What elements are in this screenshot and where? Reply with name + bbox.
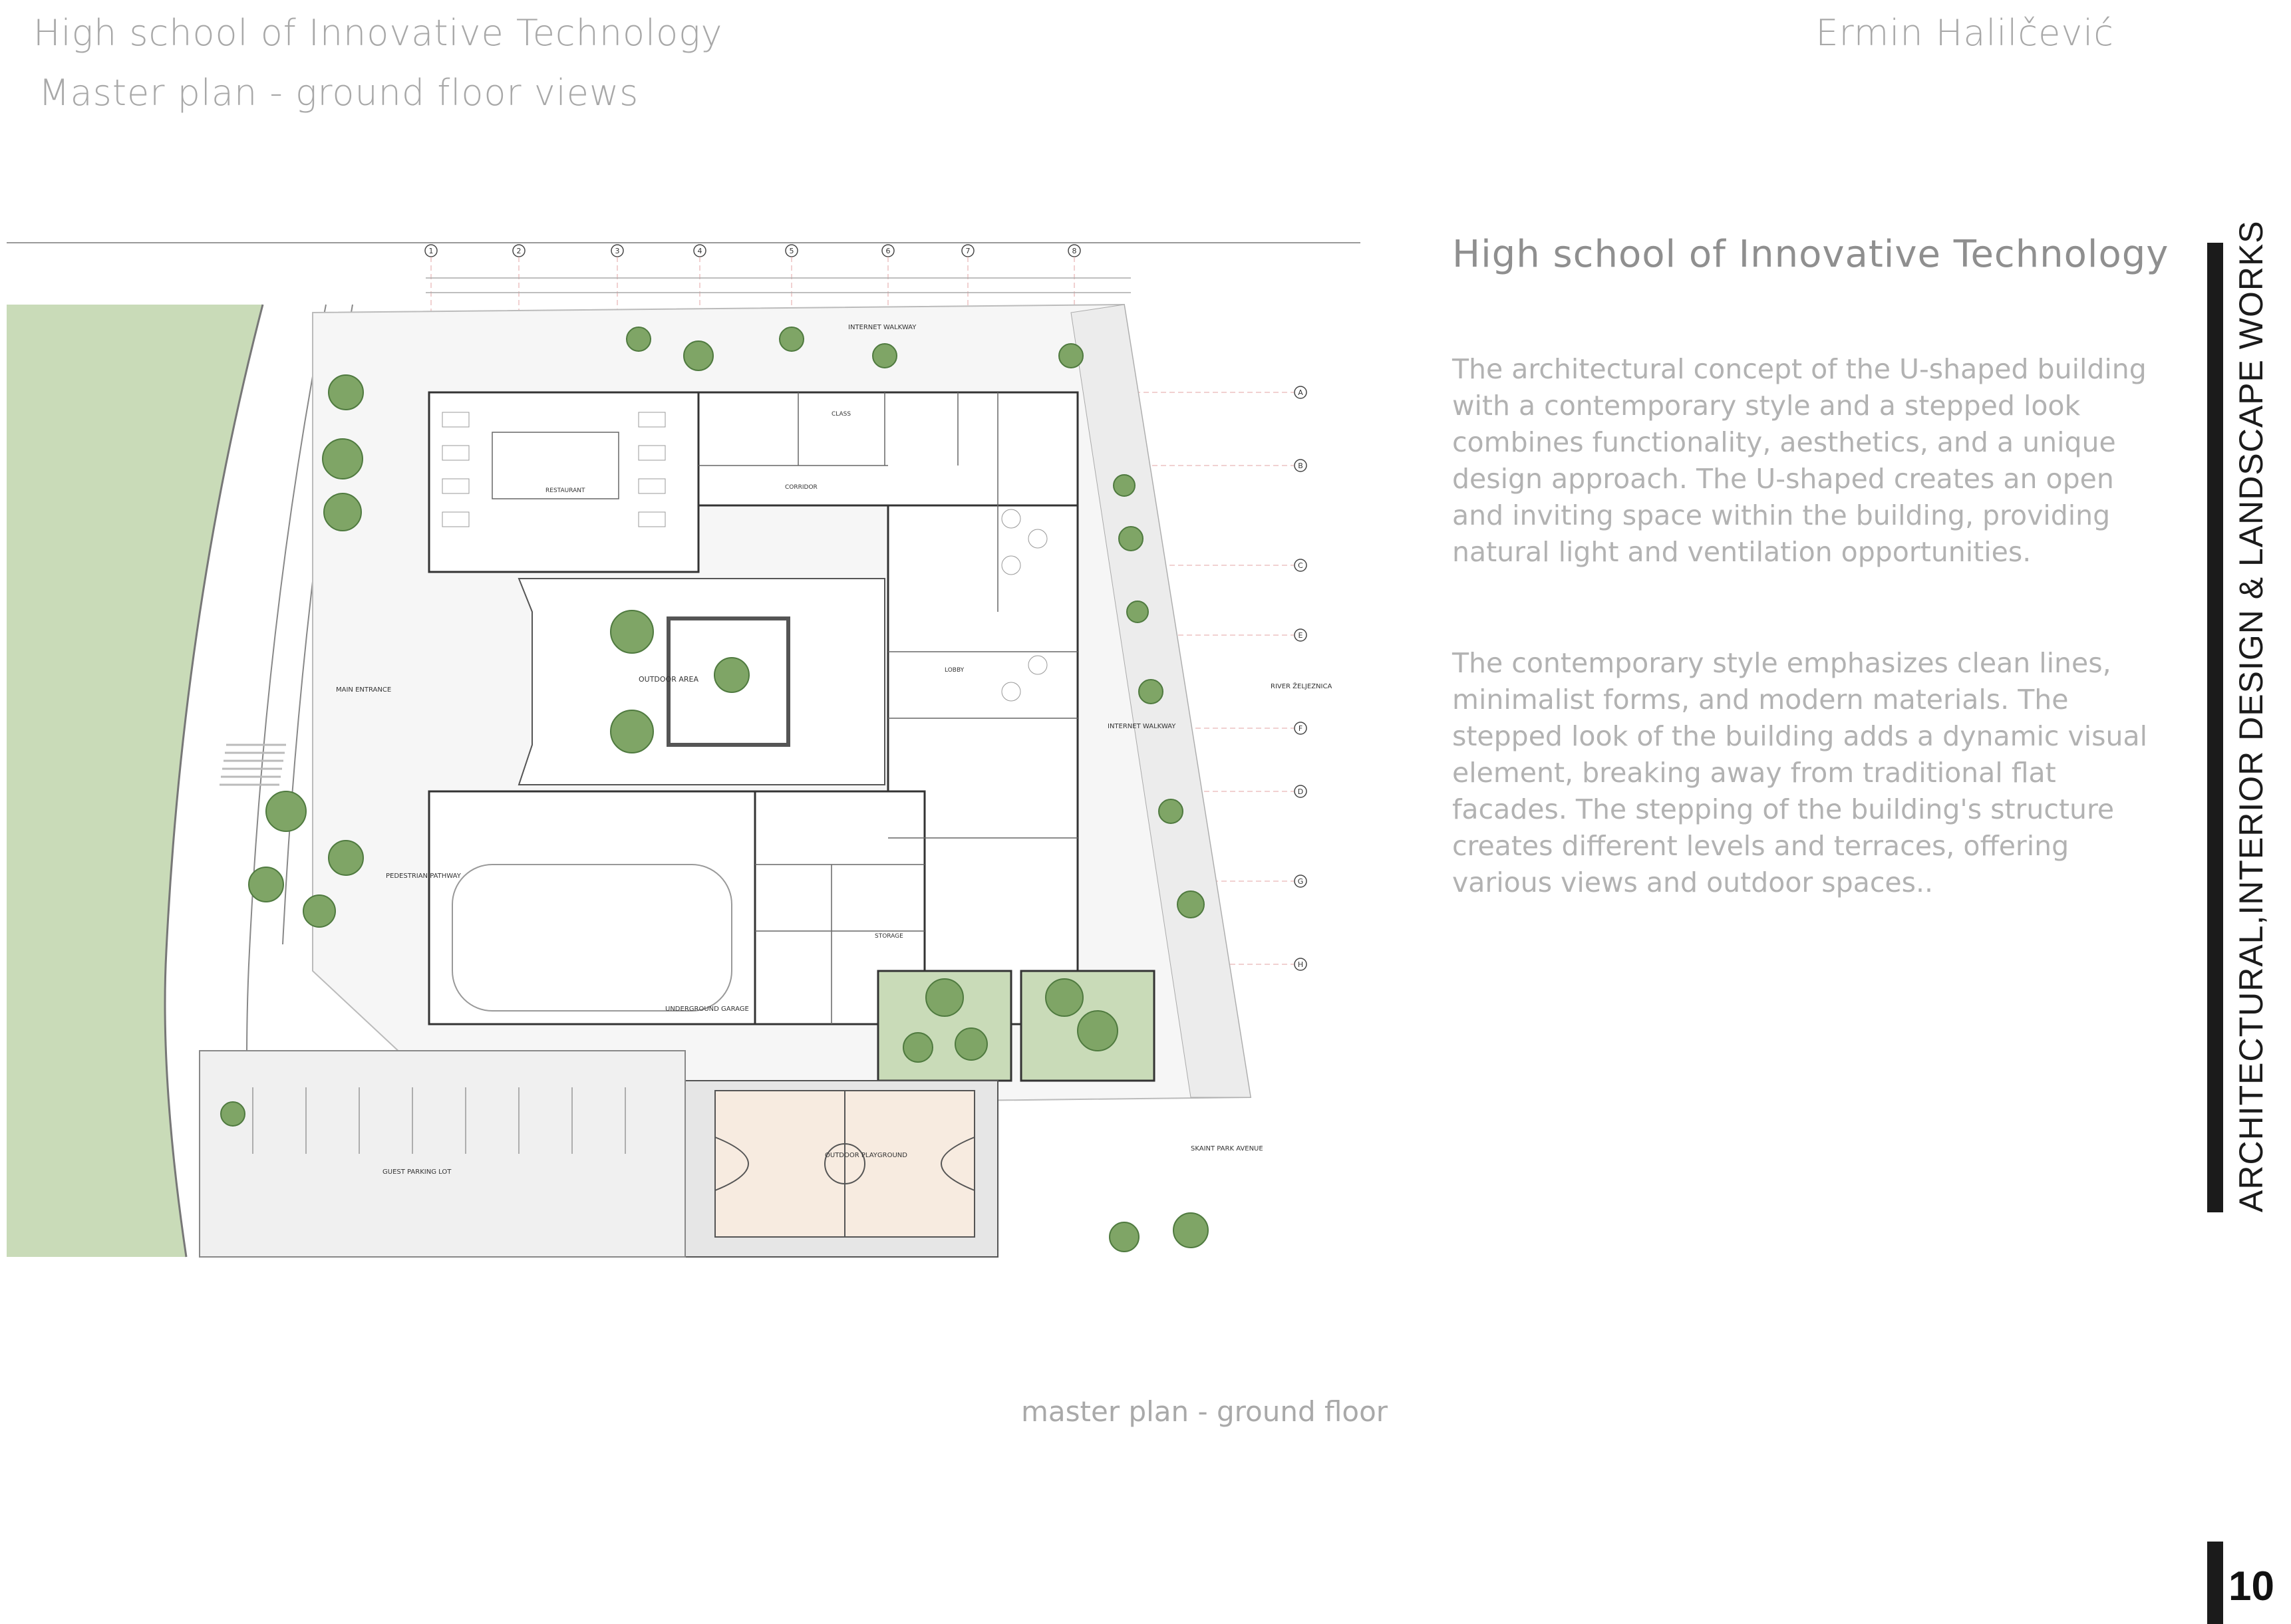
label-park: SKAINT PARK AVENUE bbox=[1191, 1145, 1263, 1152]
row-axis-bubble bbox=[1294, 459, 1307, 472]
row-axis-bubble bbox=[1294, 386, 1307, 399]
label-main-entrance: MAIN ENTRANCE bbox=[336, 686, 391, 694]
row-axis-bubble bbox=[1294, 958, 1307, 971]
lawn-strip bbox=[7, 305, 263, 1257]
label-guest-parking: GUEST PARKING LOT bbox=[382, 1168, 452, 1176]
parking-lot bbox=[199, 1050, 686, 1258]
page-number-bar bbox=[2207, 1542, 2223, 1624]
parking-stalls bbox=[252, 1087, 626, 1154]
page-number: 10 bbox=[2228, 1563, 2274, 1609]
row-axis-label: F bbox=[1298, 724, 1302, 733]
description-paragraph-2: The contemporary style emphasizes clean … bbox=[1452, 647, 2147, 898]
crosswalk bbox=[220, 744, 286, 786]
row-axis-label: G bbox=[1298, 877, 1304, 886]
side-bar bbox=[2207, 243, 2223, 1212]
column-axis-label: 1 bbox=[429, 247, 434, 255]
page-title: High school of Innovative Technology bbox=[33, 12, 723, 54]
row-axis-label: C bbox=[1298, 561, 1303, 570]
label-underground-garage: UNDERGROUND GARAGE bbox=[665, 1006, 749, 1013]
row-axis-bubble bbox=[1294, 722, 1307, 735]
column-axis-label: 3 bbox=[615, 247, 620, 255]
column-axis-label: 2 bbox=[517, 247, 522, 255]
courtyard-planter bbox=[667, 616, 790, 747]
section-title: High school of Innovative Technology bbox=[1452, 233, 2169, 276]
label-playground: OUTDOOR PLAYGROUND bbox=[825, 1152, 907, 1159]
label-river: RIVER ŽELJEZNICA bbox=[1271, 682, 1332, 690]
room-partitions bbox=[492, 392, 1078, 1024]
column-axis-label: 7 bbox=[966, 247, 971, 255]
label-restaurant: RESTAURANT bbox=[545, 487, 585, 494]
row-axis-bubble bbox=[1294, 628, 1307, 642]
row-axis-label: E bbox=[1298, 631, 1303, 640]
side-label: ARCHITECTURAL,INTERIOR DESIGN & LANDSCAP… bbox=[2232, 220, 2270, 1212]
column-axis-label: 5 bbox=[790, 247, 794, 255]
plan-caption: master plan - ground floor bbox=[1021, 1395, 1388, 1428]
column-axis-label: 4 bbox=[698, 247, 702, 255]
author-name: Ermin Halilčević bbox=[1815, 12, 2114, 54]
label-outdoor-area: OUTDOOR AREA bbox=[639, 675, 698, 684]
description-paragraph-1: The architectural concept of the U-shape… bbox=[1452, 353, 2147, 568]
label-pedestrian: PEDESTRIAN PATHWAY bbox=[386, 873, 462, 880]
row-axis-label: B bbox=[1298, 462, 1303, 470]
label-walkway-top: INTERNET WALKWAY bbox=[848, 324, 917, 331]
row-axis-label: D bbox=[1298, 787, 1303, 796]
row-axis-label: H bbox=[1298, 960, 1303, 969]
row-axis-bubble bbox=[1294, 559, 1307, 572]
column-axis-label: 8 bbox=[1072, 247, 1077, 255]
road-outer bbox=[164, 304, 264, 1258]
row-axis-bubble bbox=[1294, 785, 1307, 798]
row-axis-label: A bbox=[1298, 388, 1303, 397]
courtyard bbox=[518, 578, 885, 785]
page-subtitle: Master plan - ground floor views bbox=[39, 72, 639, 114]
label-walkway-right: INTERNET WALKWAY bbox=[1108, 723, 1176, 730]
label-classroom: CLASS bbox=[832, 411, 851, 418]
sports-hall-court bbox=[452, 864, 732, 1012]
restaurant-tables bbox=[442, 412, 1048, 702]
label-corridor: CORRIDOR bbox=[785, 484, 818, 491]
trees bbox=[220, 327, 1209, 1252]
row-axis-bubble bbox=[1294, 875, 1307, 888]
master-plan-drawing: 1 2 3 4 5 6 7 8 A B C E F D G H bbox=[7, 242, 1360, 1258]
label-lobby: LOBBY bbox=[945, 667, 965, 674]
column-axis-label: 6 bbox=[886, 247, 891, 255]
right-walkway bbox=[1070, 304, 1251, 1098]
label-storage: STORAGE bbox=[875, 933, 903, 940]
